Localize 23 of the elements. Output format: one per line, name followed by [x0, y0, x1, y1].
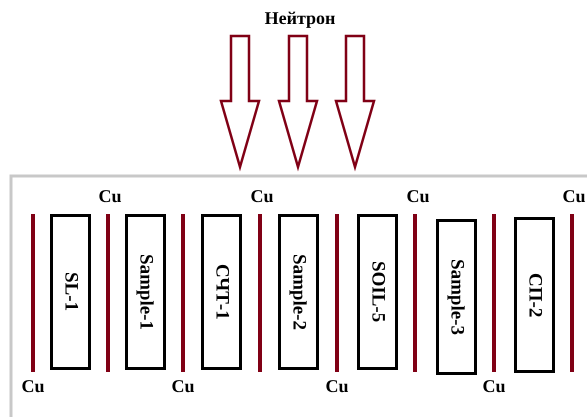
beam-label: Нейтрон — [264, 8, 336, 29]
foil-label: Cu — [22, 376, 44, 397]
sample-label: Sample-2 — [288, 254, 310, 330]
sample-label: SL-1 — [60, 272, 82, 312]
foil-label: Cu — [482, 376, 506, 397]
foil-label: Cu — [250, 186, 274, 207]
sample-box — [201, 214, 242, 370]
foil-label: Cu — [326, 376, 348, 397]
foil-label: Cu — [98, 186, 122, 207]
sample-box — [436, 219, 477, 375]
sample-label: СЧТ-1 — [210, 264, 232, 320]
sample-label: Sample-3 — [446, 259, 468, 335]
foil-label: Cu — [406, 186, 430, 207]
sample-label: SOIL-5 — [366, 261, 388, 323]
sample-box — [357, 214, 398, 370]
foil-label: Cu — [172, 376, 194, 397]
sample-label: СП-2 — [524, 272, 546, 318]
foil-label: Cu — [562, 186, 586, 207]
sample-box — [514, 217, 555, 373]
sample-label: Sample-1 — [134, 254, 156, 330]
sample-box — [125, 214, 166, 370]
sample-box — [278, 214, 319, 370]
sample-box — [50, 214, 91, 370]
